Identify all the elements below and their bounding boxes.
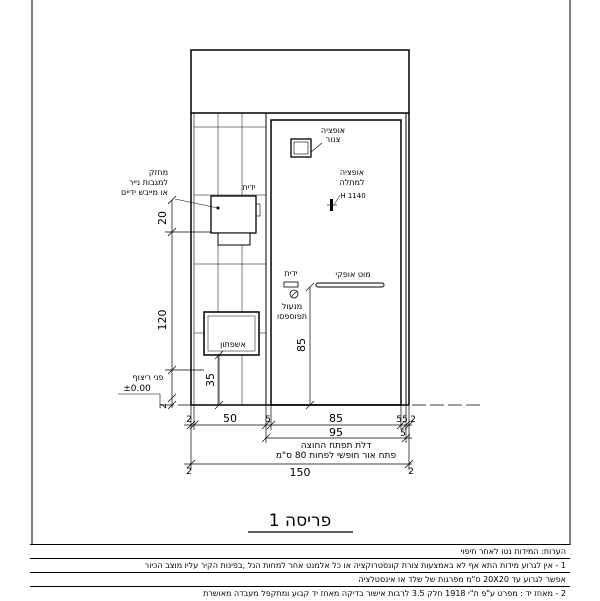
lock-label: מנעול <box>282 302 302 311</box>
grab-bar-label: מוט אופקי <box>335 270 370 279</box>
trash-bin-label: אשפתון <box>220 340 246 349</box>
dim-2-left: 2 <box>186 415 192 425</box>
dim-95: 95 <box>329 426 343 439</box>
pipe-opening-label: אופציה <box>321 126 345 135</box>
paper-holder-label: מחזק <box>149 168 168 177</box>
dim-2-bottom-left: 2 <box>186 467 192 477</box>
dim-20: 20 <box>156 211 169 225</box>
drawing-title: פריסה 1 <box>269 511 331 531</box>
shelf-option-label: אופציה <box>340 168 364 177</box>
handle-height-dimension <box>305 282 315 410</box>
dim-85-horizontal: 85 <box>329 412 343 425</box>
dim-55: 55 <box>396 415 407 425</box>
notes-header: הערות: המידות נטו לאחר חיפוי <box>30 544 570 559</box>
ceiling-box <box>190 49 410 114</box>
trash-bin <box>203 311 260 356</box>
floor-level-label: פני ריצוף <box>133 373 164 382</box>
note-line-3: 2 - מאחז יד : מפרט ע"פ ת"י 1918 חלק 3.5 … <box>30 586 570 601</box>
dim-150: 150 <box>290 466 311 479</box>
dim-2-bottom-right: 2 <box>408 467 414 477</box>
dim-120: 120 <box>156 310 169 331</box>
grab-bar <box>315 282 385 288</box>
dim-2-right: 2 <box>410 415 416 425</box>
door-handle <box>283 281 299 288</box>
paper-holder-label-3: או מייבש ידיים <box>121 188 168 197</box>
door-note-2: פתח אור חופשי לפחות 80 ס"מ <box>276 451 397 461</box>
door-handle-label: ידית <box>284 269 297 278</box>
paper-holder <box>210 195 257 234</box>
dim-50: 50 <box>223 412 237 425</box>
dim-35: 35 <box>204 373 217 387</box>
dim-5-right: 5 <box>400 429 406 439</box>
note-line-1: 1 - אין לגרוע מידות התא אף לא באמצעות צו… <box>30 558 570 573</box>
pipe-opening-label-2: צנור <box>326 135 341 144</box>
dim-2-vertical: 2 <box>159 403 169 409</box>
dim-85-vertical: 85 <box>295 338 308 352</box>
lock-icon <box>289 289 299 299</box>
door-note-1: דלת תפתח החוצה <box>301 441 372 451</box>
door-leaf <box>270 119 402 406</box>
pipe-opening-square <box>290 138 312 158</box>
vertical-dimension-chain <box>165 195 211 410</box>
floor-level-value: ±0.00 <box>123 384 151 394</box>
dim-5-left: 5 <box>265 415 271 425</box>
top-handle-label: ידית <box>242 183 255 192</box>
note-line-2: אפשר לגרוע עד 20X20 ס"מ מפרגות של שלד או… <box>30 572 570 587</box>
horizontal-dimension-chain <box>184 405 414 470</box>
shelf-option-label-2: למתלה <box>339 178 364 187</box>
lock-label-2: תפוספסו <box>277 312 307 321</box>
trash-height-dimension <box>214 350 224 410</box>
paper-holder-label-2: למגבות נייר <box>129 178 168 187</box>
shelf-height-label: H 1140 <box>340 192 365 200</box>
